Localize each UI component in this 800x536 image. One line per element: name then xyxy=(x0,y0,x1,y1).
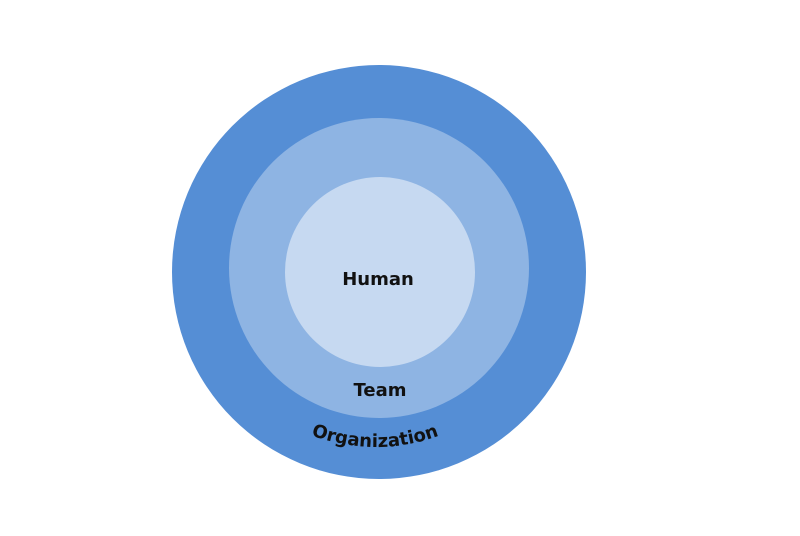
human-label: Human xyxy=(342,269,414,290)
team-label: Team xyxy=(354,380,407,401)
human-circle xyxy=(285,177,475,367)
